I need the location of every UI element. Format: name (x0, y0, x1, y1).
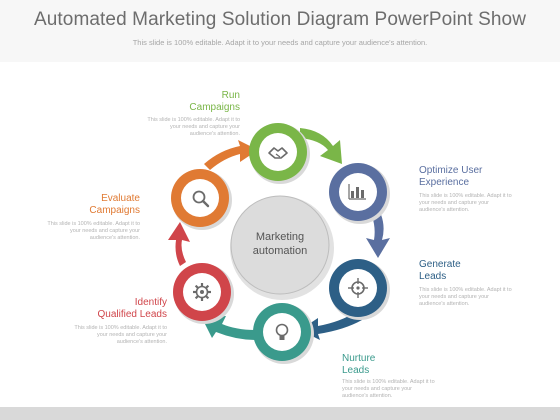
step-label-line: Generate (419, 259, 461, 270)
step-label-line: Experience (419, 177, 470, 188)
header-band (0, 0, 560, 62)
connector-arrows (168, 128, 390, 340)
step-node-3 (329, 259, 390, 320)
arrow-evaluate-to-run (204, 140, 258, 170)
arrow-generate-to-nurture (300, 312, 362, 340)
desc-line: This slide is 100% editable. Adapt it to (342, 379, 435, 385)
slide-subtitle: This slide is 100% editable. Adapt it to… (132, 38, 428, 47)
arrow-nurture-to-identify (202, 316, 256, 340)
step-label-identify-qualified-leads: Identify Qualified Leads (45, 297, 168, 321)
step-label-line: Run (221, 90, 240, 101)
desc-line: audience's attention. (189, 131, 240, 137)
desc-line: your needs and capture your (419, 200, 490, 206)
step-label-line: Evaluate (101, 193, 140, 204)
step-label-line: Identify (134, 297, 167, 308)
step-desc-optimize-user-experience: This slide is 100% editable. Adapt it to… (419, 193, 544, 214)
arrow-identify-to-evaluate (168, 222, 190, 266)
desc-line: your needs and capture your (96, 332, 167, 338)
footer-band (0, 407, 560, 420)
desc-line: This slide is 100% editable. Adapt it to (47, 221, 140, 227)
slide-title: Automated Marketing Solution Diagram Pow… (33, 9, 527, 30)
magnifier-icon (192, 190, 210, 208)
desc-line: This slide is 100% editable. Adapt it to (74, 325, 167, 331)
center-label-line2: automation (252, 245, 308, 257)
step-node-1 (249, 123, 310, 184)
step-node-4 (253, 303, 314, 364)
desc-line: your needs and capture your (69, 228, 140, 234)
step-node-6 (171, 169, 232, 230)
step-label-line: Qualified Leads (97, 309, 168, 320)
step-label-line: Optimize User (419, 165, 483, 176)
step-label-line: Leads (342, 365, 370, 376)
desc-line: This slide is 100% editable. Adapt it to (419, 193, 512, 199)
step-desc-evaluate-campaigns: This slide is 100% editable. Adapt it to… (15, 221, 140, 242)
gear-icon (193, 283, 211, 301)
center-label: Marketing automation (230, 230, 330, 258)
step-label-optimize-user-experience: Optimize User Experience (419, 165, 539, 189)
node-inner (181, 179, 219, 217)
arrow-optimize-to-generate (366, 212, 390, 258)
node-inner (259, 133, 297, 171)
step-desc-run-campaigns: This slide is 100% editable. Adapt it to… (115, 117, 240, 138)
step-node-2 (329, 163, 390, 224)
node-inner (263, 313, 301, 351)
bar-chart-icon (348, 184, 366, 200)
center-circle (230, 195, 330, 295)
step-label-line: Leads (419, 271, 447, 282)
arrow-run-to-optimize (300, 128, 342, 164)
desc-line: audience's attention. (419, 207, 470, 213)
step-desc-generate-leads: This slide is 100% editable. Adapt it to… (419, 287, 544, 308)
target-icon (348, 278, 368, 298)
desc-line: your needs and capture your (419, 294, 490, 300)
desc-line: audience's attention. (89, 235, 140, 241)
step-desc-nurture-leads: This slide is 100% editable. Adapt it to… (342, 379, 467, 400)
handshake-icon (268, 147, 288, 159)
desc-line: your needs and capture your (342, 386, 413, 392)
step-label-nurture-leads: Nurture Leads (342, 353, 462, 377)
desc-line: audience's attention. (342, 393, 393, 399)
step-label-run-campaigns: Run Campaigns (140, 90, 240, 114)
desc-line: This slide is 100% editable. Adapt it to (419, 287, 512, 293)
step-node-5 (173, 263, 234, 324)
step-desc-identify-qualified-leads: This slide is 100% editable. Adapt it to… (42, 325, 167, 346)
step-label-evaluate-campaigns: Evaluate Campaigns (20, 193, 140, 217)
step-label-line: Nurture (342, 353, 376, 364)
desc-line: audience's attention. (116, 339, 167, 345)
step-label-line: Campaigns (89, 205, 140, 216)
desc-line: your needs and capture your (169, 124, 240, 130)
step-label-line: Campaigns (189, 102, 240, 113)
center-label-line1: Marketing (255, 231, 305, 243)
lightbulb-icon (275, 323, 289, 340)
step-label-generate-leads: Generate Leads (419, 259, 539, 283)
desc-line: This slide is 100% editable. Adapt it to (147, 117, 240, 123)
desc-line: audience's attention. (419, 301, 470, 307)
